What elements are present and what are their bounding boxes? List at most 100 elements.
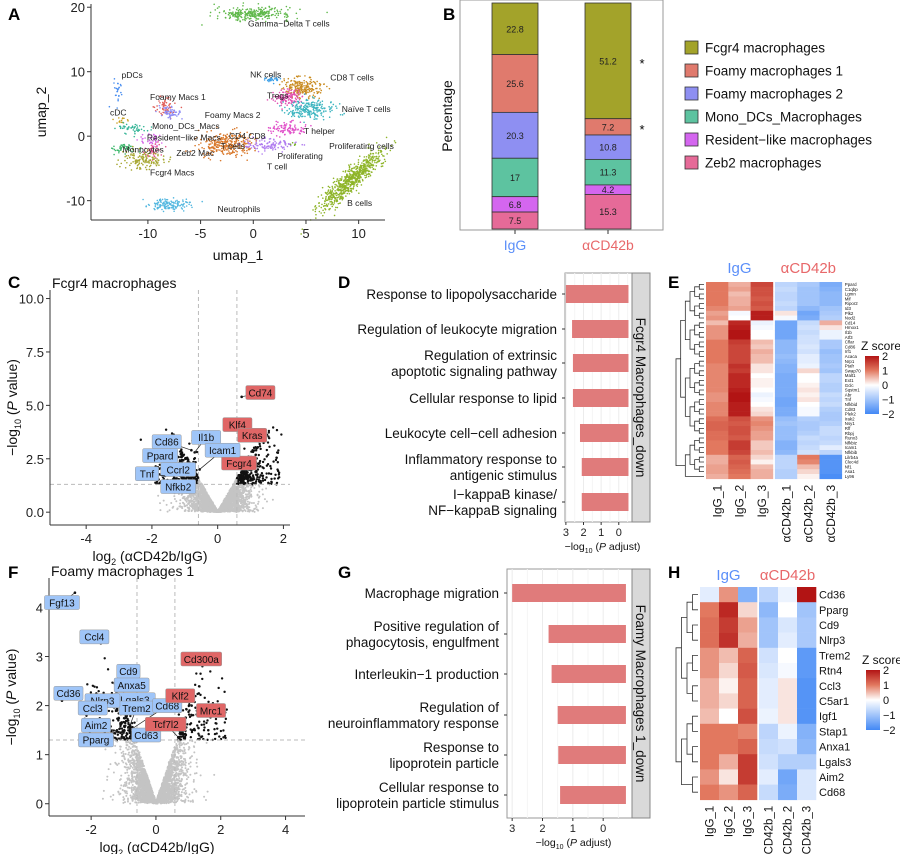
- umap-point: [163, 102, 165, 105]
- segment-value-label: 4.2: [602, 185, 615, 195]
- umap-point: [323, 107, 325, 109]
- umap-point: [176, 115, 178, 117]
- umap-point: [256, 14, 258, 17]
- umap-point: [277, 126, 280, 128]
- umap-point: [316, 118, 318, 120]
- umap-point: [275, 142, 278, 144]
- umap-point: [154, 143, 157, 145]
- umap-point: [339, 196, 342, 198]
- umap-point: [362, 165, 365, 167]
- umap-point: [133, 135, 136, 138]
- umap-point: [306, 85, 308, 87]
- umap-point: [345, 185, 347, 188]
- significant-gene-point: [254, 453, 258, 456]
- umap-point: [117, 98, 119, 100]
- umap-point: [364, 164, 367, 166]
- umap-point: [222, 136, 225, 139]
- umap-point: [218, 6, 220, 8]
- umap-point: [213, 3, 215, 6]
- umap-point: [302, 107, 305, 110]
- umap-point: [272, 130, 275, 133]
- umap-point: [322, 115, 324, 118]
- umap-point: [340, 191, 342, 193]
- umap-point: [287, 142, 290, 145]
- umap-point: [153, 134, 155, 136]
- umap-point: [283, 112, 286, 114]
- umap-point: [136, 124, 138, 126]
- umap-point: [266, 79, 269, 82]
- umap-point: [191, 206, 193, 209]
- umap-point: [358, 169, 361, 172]
- gene-point: [244, 498, 247, 501]
- umap-point: [336, 185, 339, 187]
- umap-point: [169, 109, 172, 111]
- umap-point: [301, 115, 303, 118]
- umap-point: [168, 104, 170, 107]
- umap-point: [142, 137, 144, 140]
- umap-point: [309, 105, 311, 108]
- significant-gene-point: [164, 428, 168, 431]
- umap-point: [268, 140, 271, 143]
- umap-point: [280, 126, 283, 129]
- umap-point: [152, 152, 155, 155]
- umap-point: [167, 97, 169, 100]
- umap-point: [311, 101, 314, 104]
- umap-point: [244, 15, 247, 17]
- umap-point: [158, 206, 161, 208]
- umap-point: [136, 126, 139, 128]
- umap-point: [164, 100, 166, 103]
- umap-point: [342, 188, 345, 191]
- gene-point: [187, 502, 190, 505]
- umap-point: [115, 94, 117, 97]
- umap-point: [154, 134, 157, 137]
- umap-point: [122, 121, 124, 124]
- significant-gene-point: [277, 471, 281, 474]
- umap-point: [361, 168, 364, 170]
- umap-point: [261, 6, 263, 9]
- umap-point: [318, 205, 321, 207]
- significant-gene-point: [259, 447, 262, 451]
- umap-point: [279, 141, 282, 144]
- significant-gene-point: [265, 472, 268, 475]
- umap-point: [217, 146, 219, 149]
- umap-point: [319, 104, 321, 107]
- x-tick-label: 5: [302, 226, 309, 241]
- umap-point: [138, 147, 141, 150]
- umap-point: [117, 149, 120, 152]
- umap-point: [329, 110, 332, 113]
- x-axis-label: umap_1: [213, 247, 264, 263]
- umap-point: [162, 108, 164, 111]
- umap-point: [325, 197, 327, 200]
- umap-point: [200, 142, 202, 144]
- umap-point: [129, 156, 131, 159]
- umap-point: [365, 162, 368, 164]
- umap-point: [353, 167, 355, 170]
- umap-point: [124, 155, 126, 158]
- cluster-label: Monocytes: [123, 145, 164, 155]
- umap-point: [158, 164, 160, 166]
- umap-point: [146, 129, 149, 132]
- umap-point: [294, 127, 297, 129]
- umap-point: [368, 162, 371, 164]
- umap-point: [329, 107, 332, 109]
- umap-point: [282, 130, 285, 132]
- umap-point: [348, 168, 351, 171]
- umap-point: [349, 190, 352, 192]
- umap-point: [322, 209, 324, 212]
- umap-point: [353, 173, 356, 175]
- umap-point: [201, 200, 204, 203]
- umap-point: [309, 82, 312, 85]
- umap-point: [213, 144, 216, 147]
- umap-point: [168, 125, 171, 127]
- umap-point: [139, 146, 142, 149]
- umap-point: [185, 201, 188, 204]
- umap-point: [123, 127, 125, 129]
- umap-point: [358, 192, 360, 194]
- umap-point: [156, 146, 158, 148]
- umap-point: [347, 190, 350, 193]
- umap-point: [273, 10, 276, 13]
- umap-point: [307, 97, 310, 100]
- umap-point: [290, 94, 292, 96]
- umap-point: [314, 208, 317, 211]
